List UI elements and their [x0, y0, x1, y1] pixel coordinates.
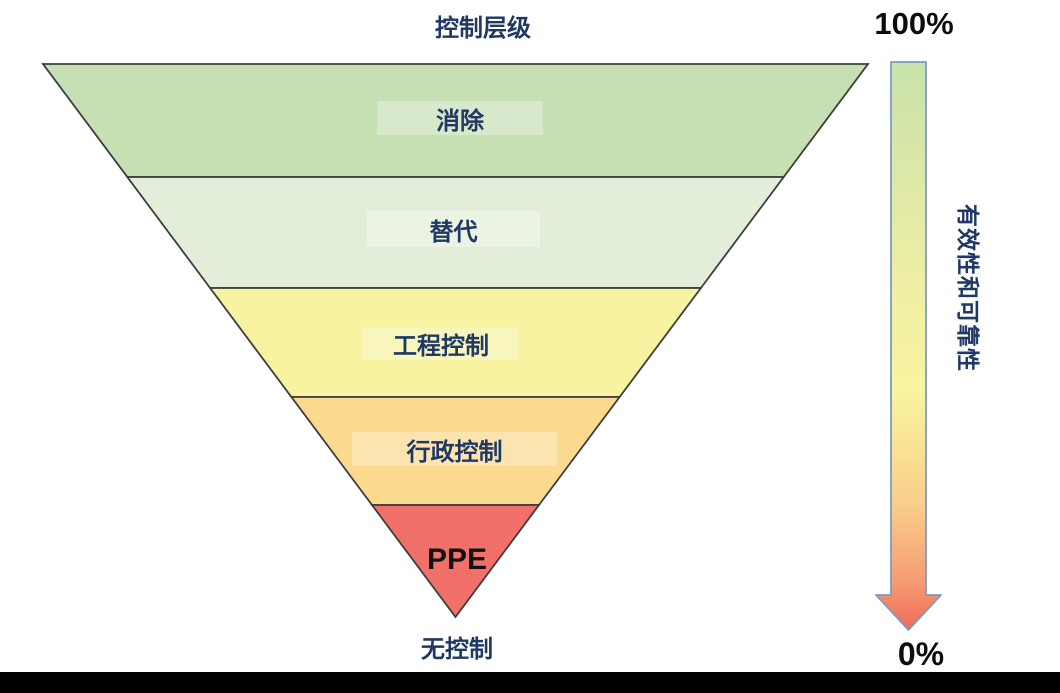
axis-bottom-value: 0% — [897, 635, 945, 672]
axis-top-value: 100% — [874, 6, 954, 41]
level-label-ppe: PPE — [426, 542, 488, 576]
level-label-administrative-controls: 行政控制 — [352, 432, 557, 466]
pyramid-level-ppe — [370, 504, 541, 619]
axis-title-effectiveness-reliability: 有效性和可靠性 — [955, 204, 981, 372]
level-label-engineering-controls: 工程控制 — [363, 327, 519, 360]
diagram-title: 控制层级 — [435, 14, 531, 42]
letterbox-bar — [0, 672, 1060, 693]
no-control-label: 无控制 — [421, 635, 493, 663]
effectiveness-arrow — [875, 61, 942, 631]
level-label-elimination: 消除 — [377, 101, 543, 135]
level-label-substitution: 替代 — [367, 211, 540, 247]
